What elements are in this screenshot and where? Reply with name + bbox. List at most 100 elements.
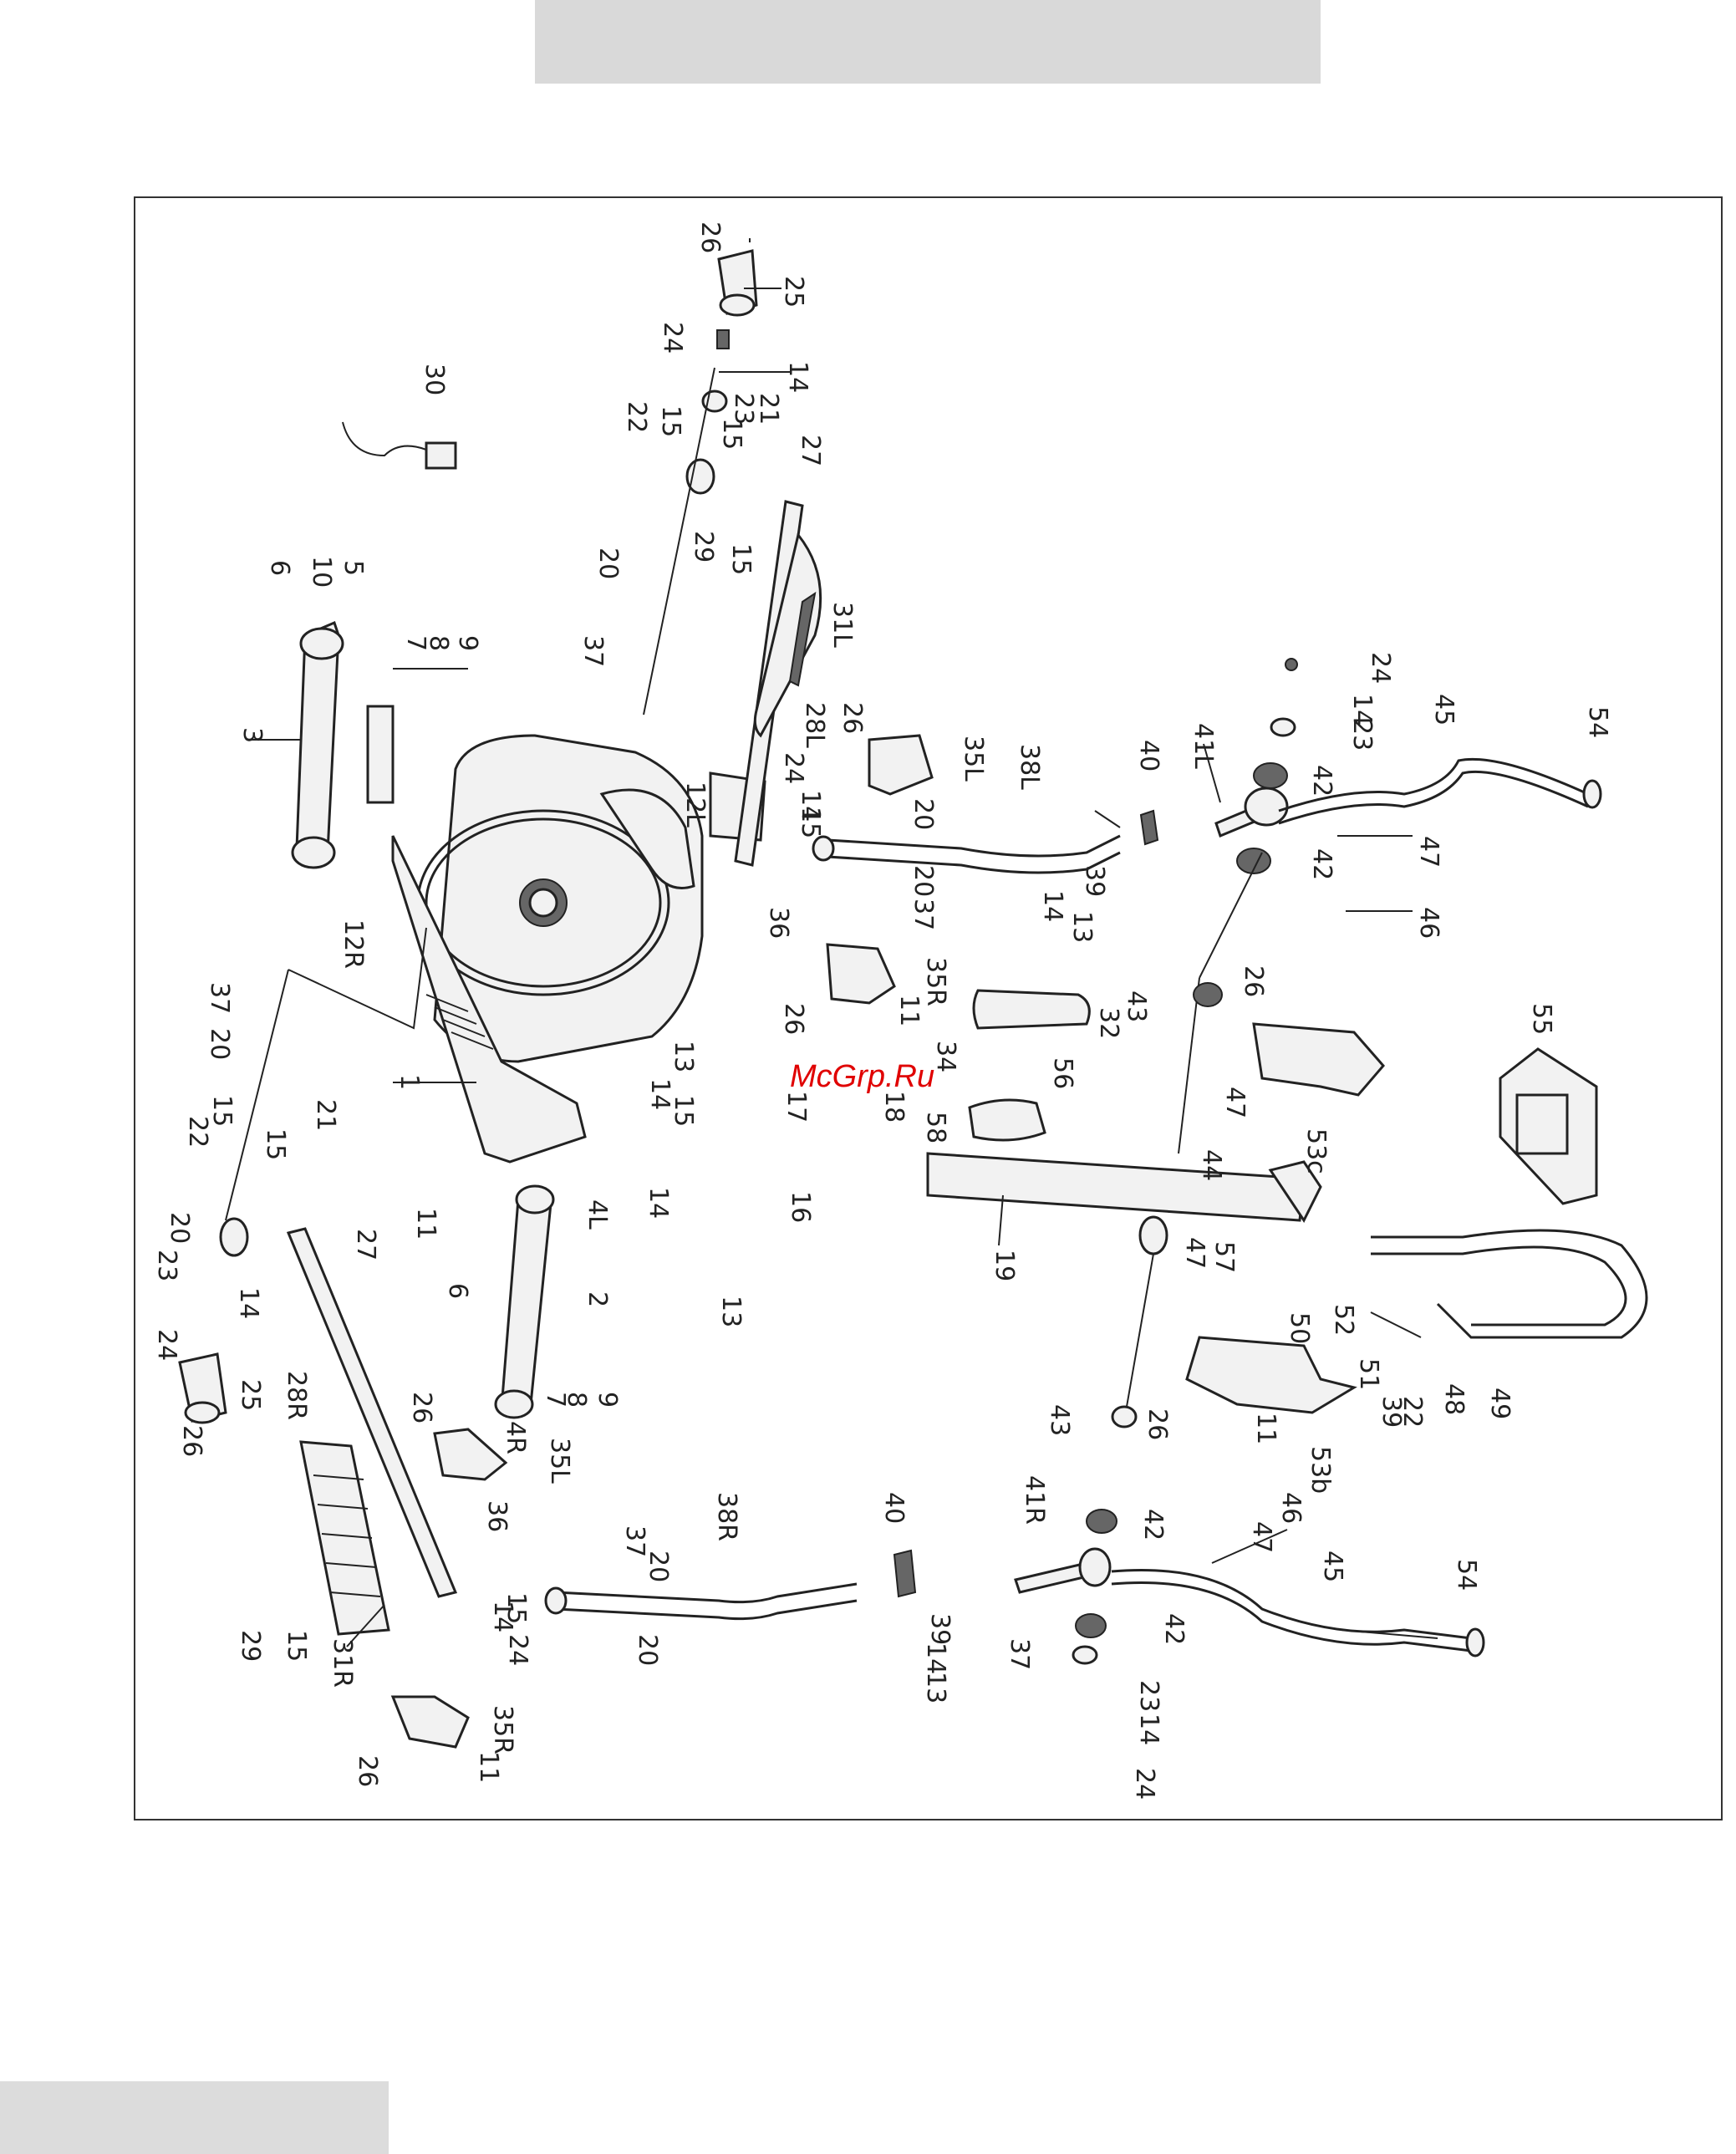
part-label: 20	[633, 1634, 662, 1666]
part-label: 13	[716, 1296, 746, 1327]
part-label: 28L	[800, 702, 829, 748]
part-label: 8	[424, 635, 453, 651]
part-label: 20	[909, 798, 938, 830]
part-label: 31L	[827, 602, 857, 648]
part-label: 49	[1485, 1388, 1515, 1419]
part-label: 47	[1414, 836, 1443, 868]
part-label: 29	[689, 531, 718, 563]
diagram-frame	[134, 196, 1723, 1820]
part-label: 36	[482, 1500, 512, 1532]
part-label: 37	[1005, 1638, 1034, 1670]
part-label: 5	[339, 560, 368, 576]
part-label: 14	[234, 1287, 263, 1319]
part-label: 11	[894, 995, 924, 1026]
part-label: 15	[656, 405, 685, 437]
part-number-labels: 26 25 24 14 21 23 22 15 15 30 27 20 29 1…	[152, 222, 1612, 1800]
part-label: 31R	[328, 1638, 357, 1688]
part-label: 8	[562, 1392, 591, 1408]
part-label: 54	[1452, 1559, 1481, 1591]
part-label: 24	[658, 322, 687, 354]
top-gray-band	[535, 0, 1321, 84]
assembly-lines	[225, 367, 715, 1221]
part-label: 26	[695, 222, 725, 253]
part-label: 47	[1220, 1087, 1250, 1118]
part-label: 55	[1527, 1003, 1556, 1035]
part-label: 42	[1307, 848, 1336, 880]
part-label: 46	[1276, 1492, 1306, 1524]
part-label: 14	[783, 361, 812, 393]
part-label: 13	[921, 1672, 950, 1703]
part-label: 27	[351, 1229, 380, 1260]
part-label: 20	[165, 1212, 194, 1244]
pedal-cover-right-lower	[390, 1695, 470, 1749]
part-label: 15	[261, 1128, 290, 1160]
leader-lines	[251, 288, 1438, 1647]
pedal-cover-left-lower	[433, 1428, 508, 1481]
part-label: 47	[1180, 1237, 1209, 1269]
part-label: 51	[1354, 1358, 1383, 1390]
part-label: 40	[1134, 740, 1163, 771]
part-label: 57	[1209, 1241, 1239, 1273]
part-label: 45	[1318, 1551, 1347, 1582]
part-label: 7	[541, 1392, 570, 1408]
part-label: 26	[837, 702, 867, 734]
part-label: 14	[645, 1078, 675, 1110]
part-label: 19	[990, 1250, 1019, 1281]
front-handlebar-loop	[1371, 1229, 1648, 1339]
part-label: 22	[1397, 1396, 1427, 1428]
part-label: 14	[1038, 890, 1067, 922]
console-cover-bottom	[1185, 1336, 1357, 1414]
part-label: 35L	[545, 1438, 574, 1484]
front-frame-stem	[926, 852, 1322, 1422]
part-label: 10	[307, 556, 336, 588]
part-label: 14	[1134, 1714, 1163, 1745]
pedal-cover-right-upper	[826, 943, 896, 1005]
part-label: 26	[353, 1755, 382, 1787]
part-label: 39	[1377, 1396, 1406, 1428]
part-label: 23	[152, 1250, 181, 1281]
part-label: 43	[1122, 990, 1151, 1022]
handlebar-right-assembly	[1014, 1405, 1485, 1665]
part-label: 54	[1583, 706, 1612, 738]
part-label: 58	[921, 1112, 950, 1143]
pedal-arm-right	[286, 1227, 458, 1636]
part-label: 15	[796, 807, 825, 838]
part-label: 12R	[339, 919, 368, 969]
part-label: 37	[205, 982, 234, 1014]
part-label: 41L	[1189, 723, 1218, 769]
part-label: 14	[796, 790, 825, 822]
main-frame-housing	[391, 734, 704, 1164]
part-label: 39	[1080, 865, 1109, 897]
part-label: 15	[282, 1630, 311, 1662]
console-display	[1499, 1047, 1598, 1205]
part-label: 38R	[712, 1492, 741, 1541]
part-label: 56	[1048, 1057, 1077, 1089]
part-label: 24	[503, 1634, 532, 1666]
main-frame-lines	[425, 994, 494, 1050]
part-label: 14	[1347, 694, 1377, 726]
part-label: 12L	[680, 782, 710, 827]
part-label: 14	[921, 1642, 950, 1674]
part-label: 20	[909, 865, 938, 897]
part-label: 50	[1285, 1312, 1314, 1344]
part-label: 15	[717, 418, 746, 450]
part-label: 11	[474, 1751, 503, 1783]
part-label: 40	[879, 1492, 909, 1524]
part-label: 23	[1134, 1680, 1163, 1712]
part-label: 26	[407, 1392, 436, 1423]
right-connecting-rod	[544, 1549, 917, 1621]
sensor-part	[342, 421, 457, 470]
water-bottle	[972, 989, 1091, 1030]
part-label: 6	[443, 1283, 472, 1299]
part-label: 3	[237, 727, 267, 743]
part-label: 9	[453, 635, 482, 651]
part-label: 29	[236, 1630, 265, 1662]
part-label: 52	[1329, 1304, 1358, 1336]
rear-stabilizer	[291, 620, 395, 869]
part-label: 24	[1366, 652, 1395, 684]
part-label: 37	[620, 1525, 649, 1557]
part-label: 42	[1159, 1613, 1189, 1645]
part-label: 20	[205, 1028, 234, 1060]
part-label: 28R	[282, 1371, 311, 1420]
part-label: 26	[779, 1003, 808, 1035]
